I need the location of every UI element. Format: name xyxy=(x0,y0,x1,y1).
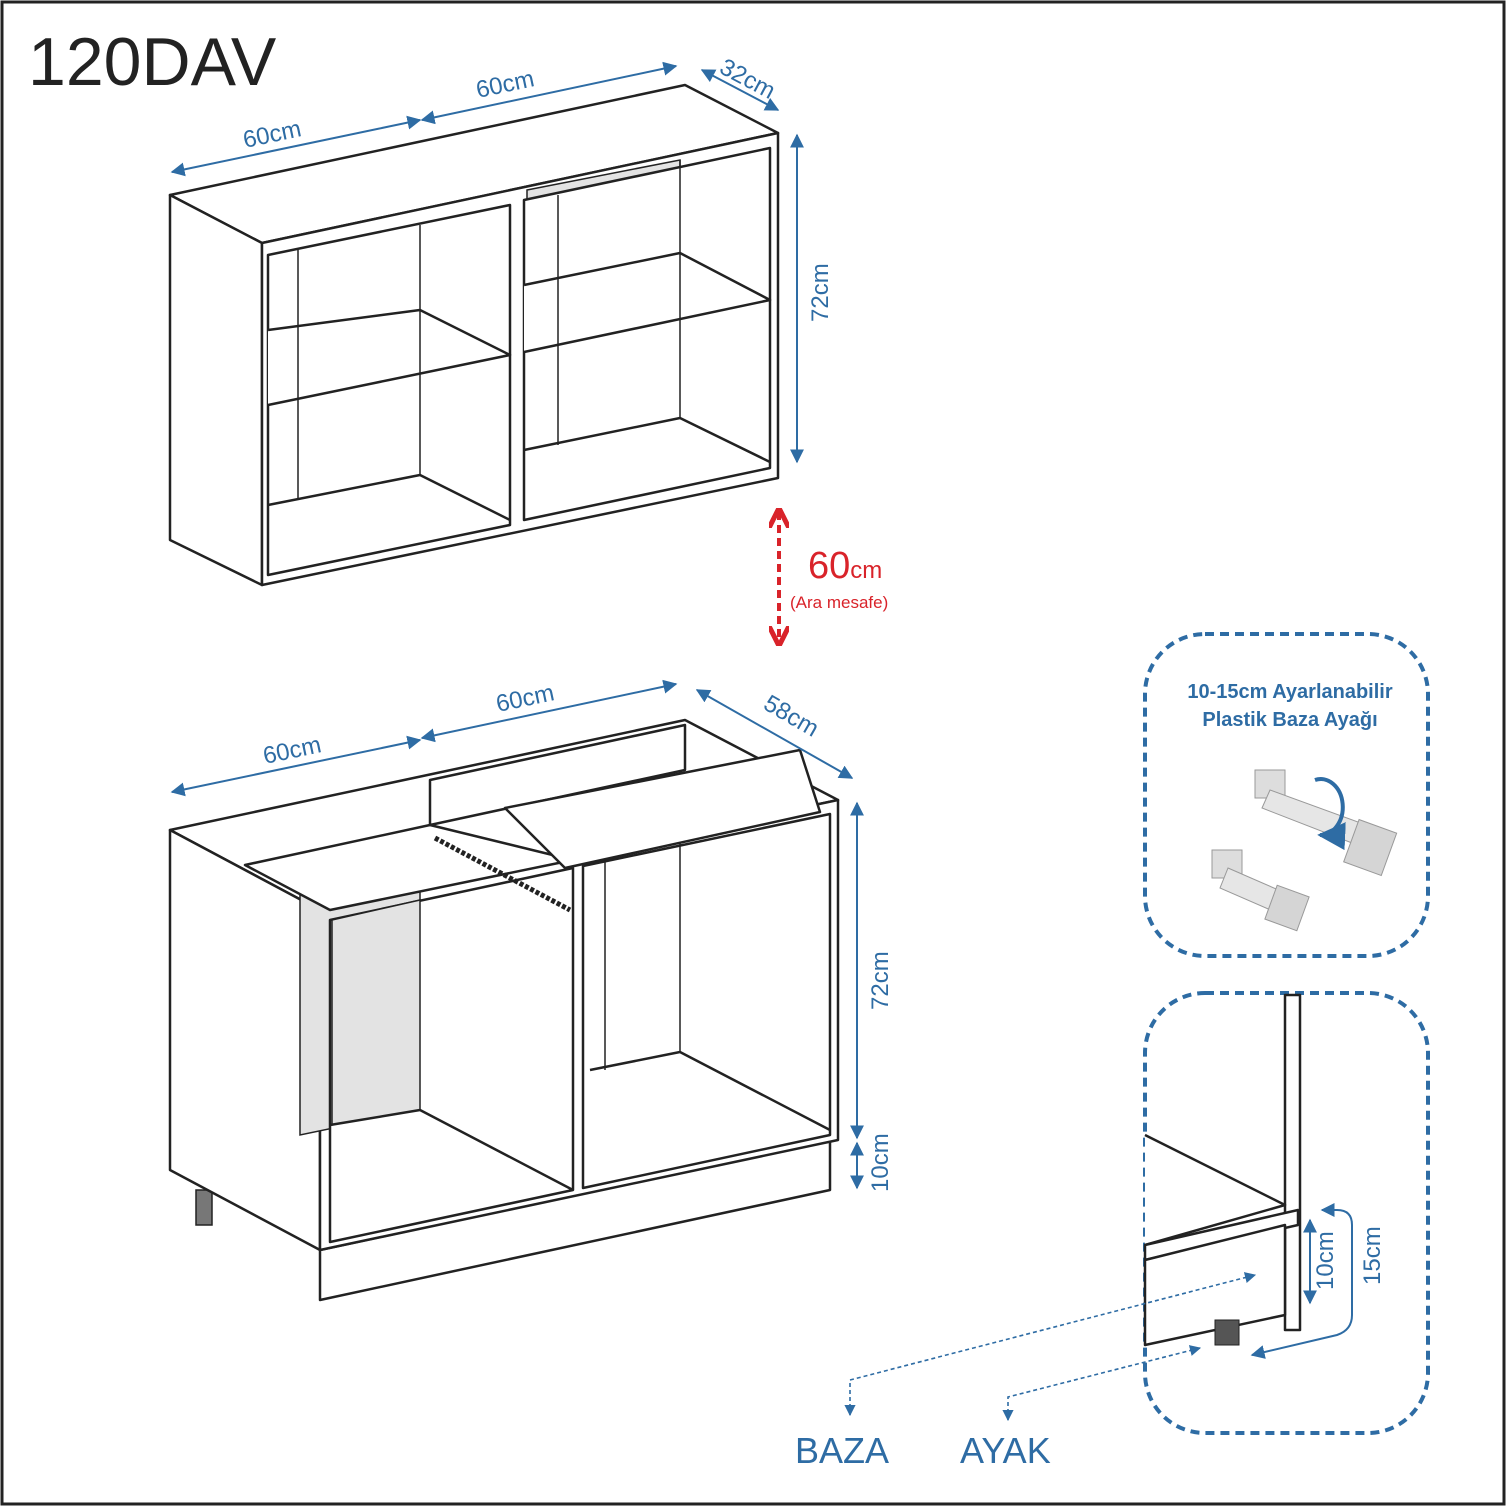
drawer-rail xyxy=(433,835,572,913)
lower-cabinet xyxy=(168,718,840,1302)
lower-depth: 58cm xyxy=(759,690,823,743)
plinth-height: 10cm xyxy=(867,1133,894,1192)
cabinet-leg xyxy=(195,1189,213,1226)
svg-text:60cm: 60cm xyxy=(808,545,882,587)
lower-width-left: 60cm xyxy=(261,731,324,770)
plinth-detail-box: 10cm 15cm BAZA AYAK xyxy=(795,991,1430,1471)
detail-leg xyxy=(1214,1319,1240,1346)
gap-label: (Ara mesafe) xyxy=(790,593,888,612)
product-code-title: 120DAV xyxy=(28,24,277,100)
upper-height: 72cm xyxy=(807,263,834,322)
detail-leg-height: 15cm xyxy=(1359,1226,1386,1285)
ayak-label: AYAK xyxy=(960,1430,1051,1471)
leg-info-box: 10-15cm Ayarlanabilir Plastik Baza Ayağı xyxy=(1143,632,1430,958)
gap-value: 60 xyxy=(808,545,850,587)
leg-info-line1: 10-15cm Ayarlanabilir xyxy=(1187,681,1393,703)
detail-plinth-height: 10cm xyxy=(1312,1231,1339,1290)
upper-cabinet xyxy=(168,83,780,587)
gap-indicator: 60cm (Ara mesafe) xyxy=(779,512,888,642)
leg-info-line2: Plastik Baza Ayağı xyxy=(1202,709,1377,731)
adjustable-leg-icon xyxy=(1211,769,1398,932)
upper-width-left: 60cm xyxy=(241,115,304,154)
gap-unit: cm xyxy=(850,557,882,584)
lower-height: 72cm xyxy=(867,951,894,1010)
baza-label: BAZA xyxy=(795,1430,889,1471)
upper-depth: 32cm xyxy=(715,53,779,104)
